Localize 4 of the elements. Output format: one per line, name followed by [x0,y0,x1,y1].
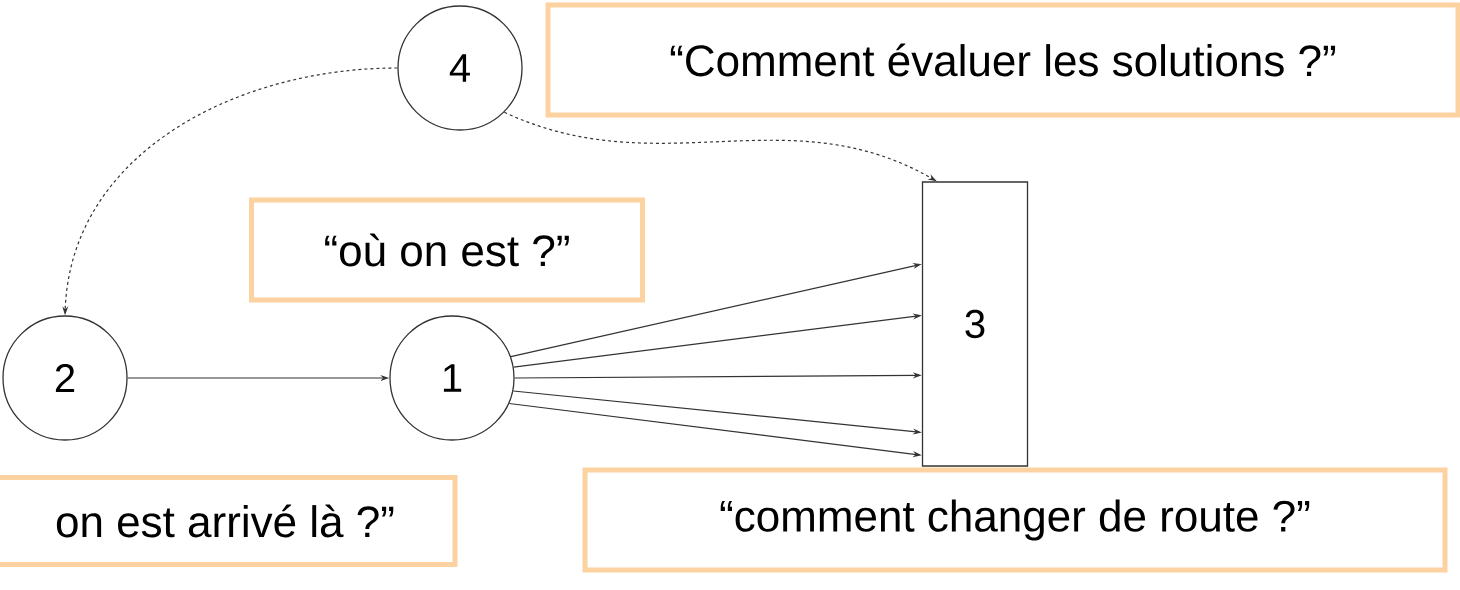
process-box: 3 [921,181,1029,467]
callout-box: “où on est ?” [249,197,645,303]
callout-box: on est arrivé là ?” [0,475,458,567]
callout-box: “Comment évaluer les solutions ?” [545,2,1460,118]
